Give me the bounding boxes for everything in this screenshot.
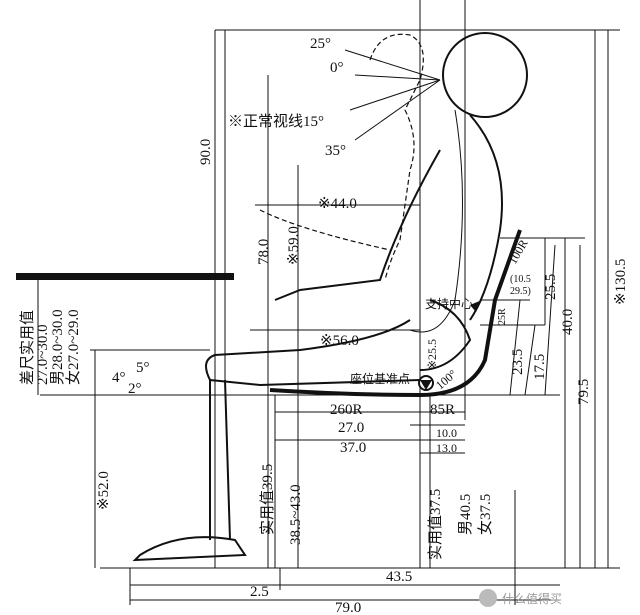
height-78-label: 78.0	[256, 239, 272, 265]
width-43-5-label: 43.5	[386, 569, 412, 585]
diff-title: 差尺实用值	[19, 310, 36, 385]
seated-figure	[132, 32, 528, 562]
seat-ref-point-label: 座位基准点	[350, 371, 410, 386]
knee-angle-a: 4°	[112, 370, 126, 386]
reach-56-label: ※56.0	[320, 333, 359, 349]
alternate-arm-outline	[259, 209, 391, 251]
support-center-marker-icon	[470, 300, 482, 312]
angle-zero-label: 0°	[330, 60, 344, 76]
watermark-text: 什么值得买	[502, 591, 562, 606]
height-130-5-label: ※130.5	[613, 259, 629, 305]
depth-13-label: 13.0	[436, 441, 457, 455]
support-center-label: 支持中心	[425, 296, 473, 311]
chair-outline	[269, 229, 522, 398]
diff-female: 女27.0~29.0	[64, 309, 82, 385]
width-79-label: 79.0	[335, 600, 361, 615]
height-23-5-label: 23.5	[510, 349, 526, 375]
height-17-5-label: 17.5	[532, 354, 548, 380]
seat-practical-label: 实用值39.5	[259, 464, 276, 535]
table-top	[16, 273, 234, 280]
depth-37-label: 37.0	[340, 440, 366, 456]
support-range-a: (10.5	[510, 274, 531, 285]
diff-range: 27.0~30.0	[35, 324, 51, 385]
reference-lines	[40, 0, 620, 605]
support-range-b: 29.5)	[510, 286, 531, 297]
watermark-logo-icon	[479, 589, 497, 607]
radius-260-label: 260R	[330, 402, 363, 418]
radius-85-label: 85R	[430, 402, 455, 418]
back-male-label: 男40.5	[458, 494, 474, 535]
radius-100-label: 100R	[505, 237, 530, 267]
back-practical-label: 实用值37.5	[427, 489, 444, 560]
radius-25-label: 25R	[497, 308, 508, 325]
back-female-label: 女37.5	[476, 494, 494, 535]
knee-angle-b: 5°	[136, 360, 150, 376]
height-59-label: ※59.0	[286, 226, 302, 265]
seat-range-label: 38.5~43.0	[288, 484, 304, 545]
angle-up-label: 25°	[310, 36, 331, 52]
offset-2-5-label: 2.5	[250, 584, 269, 600]
seat-height-52-label: ※52.0	[96, 471, 112, 510]
height-79-5-label: 79.5	[576, 379, 592, 405]
knee-angle-c: 2°	[128, 381, 142, 397]
angle-down-label: 35°	[325, 143, 346, 159]
depth-10-label: 10.0	[436, 426, 457, 440]
hip-25-5-label: ※25.5	[425, 339, 439, 370]
depth-27-label: 27.0	[338, 420, 364, 436]
height-40-label: 40.0	[560, 309, 576, 335]
sight-lines	[344, 49, 441, 141]
reach-44-label: ※44.0	[318, 196, 357, 212]
normal-sight-label: ※正常视线15°	[228, 113, 324, 130]
dimension-lines	[37, 30, 609, 568]
height-90-label: 90.0	[198, 139, 214, 165]
height-25-5-label: 25.5	[543, 274, 559, 300]
diff-male: 男28.0~30.0	[50, 309, 66, 385]
alternate-head-outline	[369, 33, 424, 281]
